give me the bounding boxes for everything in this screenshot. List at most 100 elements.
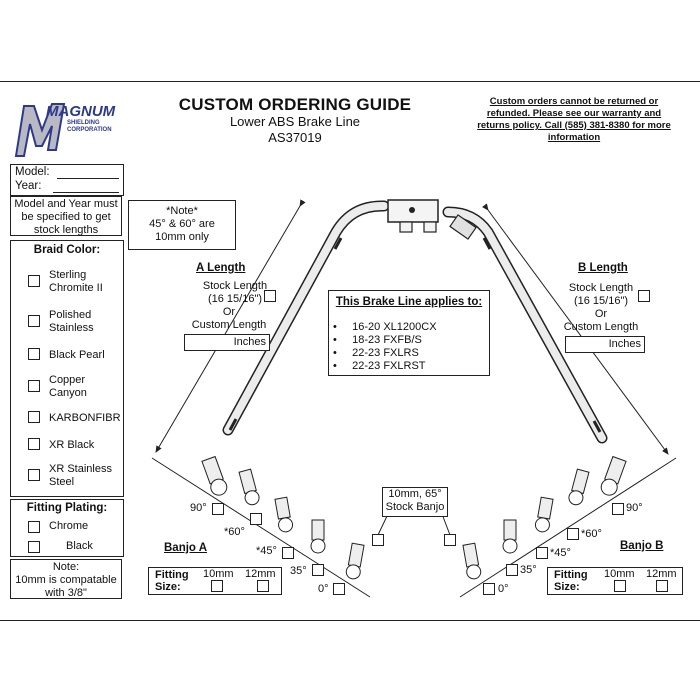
banjo-a-0-label: 0° [318,583,329,595]
fitting-b-12mm-label: 12mm [646,568,677,580]
banjo-a-45-checkbox[interactable] [282,547,294,559]
b-length-dimension [482,203,669,455]
banjo-a-label: Banjo A [164,542,208,554]
fitting-a-10mm-checkbox[interactable] [211,580,223,592]
banjo-b-label: Banjo B [620,540,664,552]
fitting-plating-heading: Fitting Plating: [26,502,108,514]
braid-checkbox[interactable] [28,380,40,392]
applies-model-item: • 22-23 FXLRST [333,360,426,372]
plating-black-checkbox[interactable] [28,541,40,553]
fitting-a-12mm-checkbox[interactable] [257,580,269,592]
plating-black-label: Black [66,540,93,552]
stock-banjo-a-checkbox[interactable] [372,534,384,546]
banjo-b-45-checkbox[interactable] [536,547,548,559]
magnum-logo: MAGNUM SHIELDING CORPORATION [12,90,122,160]
braid-checkbox[interactable] [28,315,40,327]
a-length-dimension [155,199,306,453]
banjo-b-0-label: 0° [498,583,509,595]
banjo-b-90-label: 90° [626,502,643,514]
banjo-a-35-checkbox[interactable] [312,564,324,576]
banjo-b-35-label: 35° [520,564,537,576]
b-stock-checkbox[interactable] [638,290,650,302]
banjo-b-35 [502,519,518,554]
stock-banjo-leader-b [441,513,451,536]
svg-text:MAGNUM: MAGNUM [46,103,116,120]
banjo-b-90 [600,455,627,496]
applies-model-item: • 22-23 FXLRS [333,347,419,359]
part-number: AS37019 [268,130,322,145]
b-length-heading: B Length [578,262,628,274]
applies-to-box: This Brake Line applies to: • 16-20 XL12… [328,290,490,376]
hose-b [442,206,608,444]
banjo-a-90-checkbox[interactable] [212,503,224,515]
banjo-a-60 [238,468,260,506]
vehicle-box: Model: Year: [10,164,124,196]
applies-model-list: • 16-20 XL1200CX • 18-23 FXFB/S • 22-23 … [333,321,437,373]
applies-heading: This Brake Line applies to: [335,296,483,308]
braid-checkbox[interactable] [28,469,40,481]
banjo-b-45-label: *45° [550,547,571,559]
b-or-label: Or [594,308,608,320]
braid-checkbox[interactable] [28,275,40,287]
banjo-a-90 [201,455,228,496]
year-field[interactable] [53,192,119,193]
banjo-b-0 [462,542,482,580]
braid-checkbox[interactable] [28,348,40,360]
banjo-a-0-checkbox[interactable] [333,583,345,595]
stock-banjo-leader-a [377,513,389,536]
banjo-a-90-label: 90° [190,502,207,514]
a-custom-label: Custom Length [191,319,267,331]
fitting-a-12mm-label: 12mm [245,568,276,580]
braid-checkbox[interactable] [28,411,40,423]
fitting-plating-box: Fitting Plating: Chrome Black [10,499,124,557]
banjo-a-45 [274,496,294,533]
model-label: Model: [15,166,50,178]
braid-checkbox[interactable] [28,438,40,450]
compat-note: Note: 10mm is compatable with 3/8" [10,559,122,599]
banjo-b-35-checkbox[interactable] [506,564,518,576]
banjo-a-35 [310,519,326,554]
svg-text:CORPORATION: CORPORATION [67,127,112,133]
banjo-b-60-label: *60° [581,528,602,540]
page-title: CUSTOM ORDERING GUIDE [178,95,412,114]
magnum-logo-graphic: MAGNUM SHIELDING CORPORATION [14,103,116,157]
banjo-b-60-checkbox[interactable] [567,528,579,540]
guide-sheet [0,81,700,621]
b-custom-label: Custom Length [563,321,639,333]
banjo-b-0-checkbox[interactable] [483,583,495,595]
a-stock-checkbox[interactable] [264,290,276,302]
fitting-b-10mm-label: 10mm [604,568,635,580]
banjo-a-45-label: *45° [256,545,277,557]
banjo-a-35-label: 35° [290,565,307,577]
b-custom-length-input[interactable]: Inches [565,336,645,353]
a-length-heading: A Length [196,262,246,274]
plating-chrome-label: Chrome [49,520,89,532]
fitting-b-12mm-checkbox[interactable] [656,580,668,592]
b-inches-unit: Inches [608,338,641,350]
a-or-label: Or [222,306,236,318]
plating-chrome-checkbox[interactable] [28,521,40,533]
hose-a [222,200,390,436]
a-inches-unit: Inches [233,336,266,348]
banjo-a-60-checkbox[interactable] [250,513,262,525]
returns-notice: Custom orders cannot be returned or refu… [477,96,671,143]
banjo-b-60 [568,468,590,506]
svg-text:SHIELDING: SHIELDING [67,120,100,126]
model-field[interactable] [57,178,119,179]
banjo-a-60-label: *60° [224,526,245,538]
banjo-b-baseline [459,457,677,598]
stock-banjo-b-checkbox[interactable] [444,534,456,546]
banjo-b-90-checkbox[interactable] [612,503,624,515]
banjo-a-0 [345,542,365,580]
fitting-b-10mm-checkbox[interactable] [614,580,626,592]
braid-color-heading: Braid Color: [33,244,101,256]
year-label: Year: [15,180,42,192]
a-custom-length-input[interactable]: Inches [184,334,270,351]
applies-model-item: • 18-23 FXFB/S [333,334,422,346]
applies-model-item: • 16-20 XL1200CX [333,321,437,333]
